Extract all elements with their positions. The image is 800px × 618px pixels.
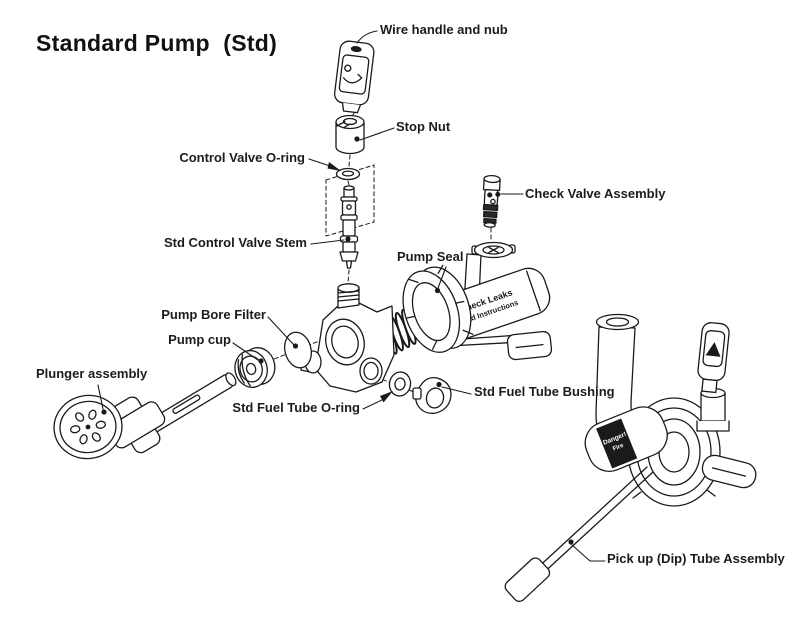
wire-handle-part	[333, 40, 375, 114]
label-stop-nut: Stop Nut	[396, 119, 451, 134]
control-valve-oring-part	[335, 167, 361, 181]
assembled-pump: Danger! Fire	[504, 313, 757, 602]
label-plunger-assembly: Plunger assembly	[36, 366, 148, 381]
pump-head-part	[300, 283, 395, 393]
fuel-tube-bushing-part	[412, 377, 452, 414]
page-title: Standard Pump (Std)	[36, 30, 278, 56]
label-std-control-valve-stem: Std Control Valve Stem	[163, 235, 307, 250]
label-std-fuel-tube-oring: Std Fuel Tube O-ring	[232, 400, 360, 415]
fuel-tube-oring-part	[388, 371, 412, 397]
pump-cup-part	[234, 347, 276, 388]
check-valve-part	[482, 174, 501, 228]
label-check-valve: Check Valve Assembly	[525, 186, 666, 201]
label-pump-bore-filter: Pump Bore Filter	[161, 307, 266, 322]
plunger-assembly-part	[53, 372, 237, 460]
control-valve-stem-part	[339, 185, 359, 269]
warning-band-line2: Fire	[612, 443, 625, 453]
pump-seal-part	[402, 264, 474, 353]
label-pickup-tube: Pick up (Dip) Tube Assembly	[607, 551, 785, 566]
dip-tube-part	[504, 466, 654, 602]
label-wire-handle: Wire handle and nub	[380, 22, 508, 37]
stop-nut-part	[335, 114, 365, 155]
pump-handle-rod-part	[448, 330, 553, 361]
label-pump-seal: Pump Seal	[397, 249, 464, 264]
label-control-valve-oring: Control Valve O-ring	[179, 150, 305, 165]
label-std-fuel-tube-bushing: Std Fuel Tube Bushing	[474, 384, 615, 399]
leader-lines	[97, 30, 606, 562]
valve-plane-outline	[325, 164, 375, 237]
label-pump-cup: Pump cup	[168, 332, 231, 347]
